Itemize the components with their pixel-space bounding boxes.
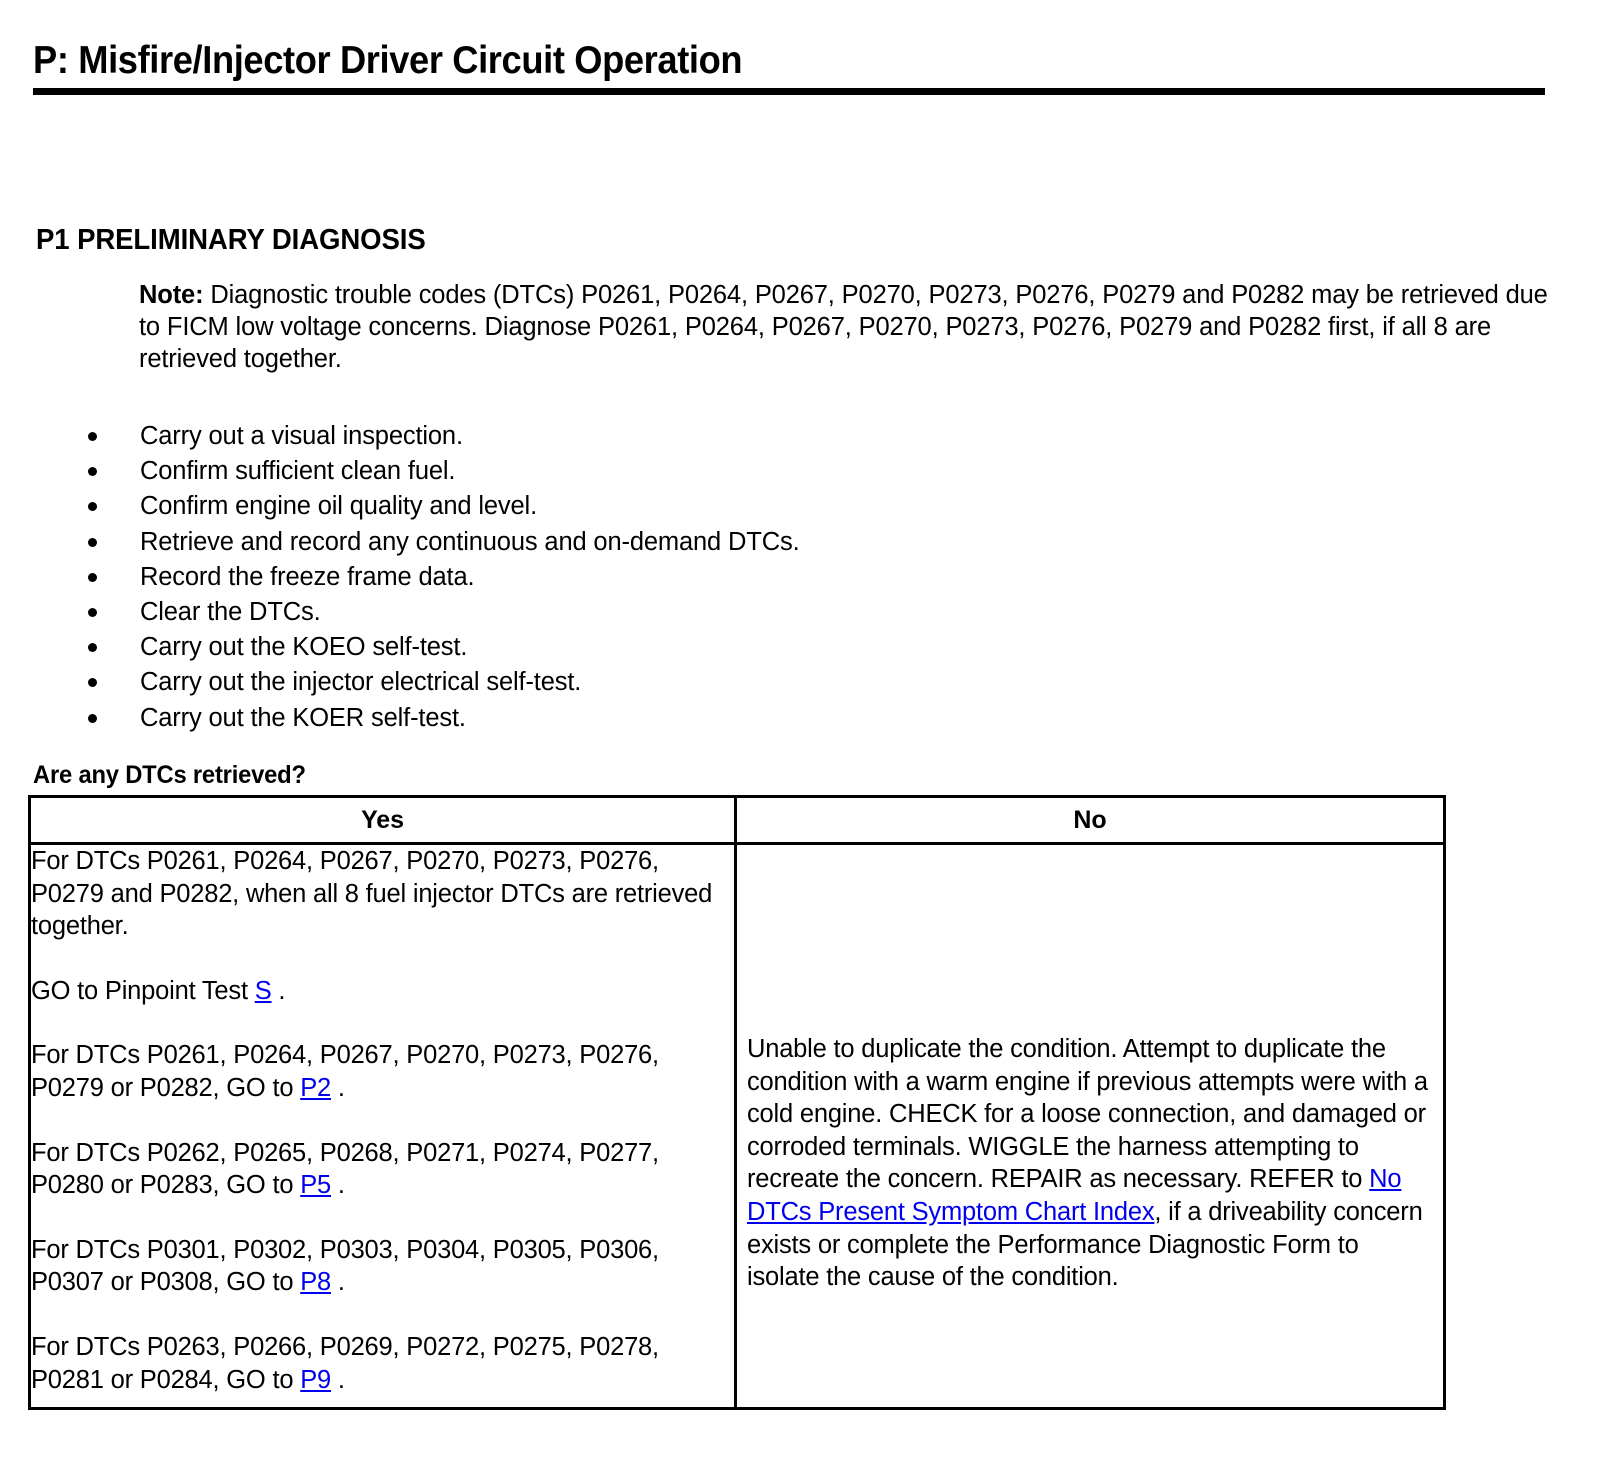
list-item-label: Confirm engine oil quality and level. xyxy=(140,492,538,521)
list-item-label: Carry out the injector electrical self-t… xyxy=(140,668,582,697)
yes-paragraph-5-prefix: For DTCs P0263, P0266, P0269, P0272, P02… xyxy=(31,1332,659,1394)
list-item: Carry out the KOEO self-test. xyxy=(86,630,1186,665)
yes-paragraph-2-prefix: For DTCs P0261, P0264, P0267, P0270, P02… xyxy=(31,1041,659,1102)
note-text: Diagnostic trouble codes (DTCs) P0261, P… xyxy=(139,281,1548,373)
list-item-label: Record the freeze frame data. xyxy=(140,562,475,591)
yes-paragraph-0: For DTCs P0261, P0264, P0267, P0270, P02… xyxy=(31,845,734,943)
pinpoint-test-link-p2[interactable]: P2 xyxy=(300,1073,331,1102)
no-text-part1: Unable to duplicate the condition. Attem… xyxy=(747,1035,1428,1194)
cell-no: Unable to duplicate the condition. Attem… xyxy=(734,842,1446,1410)
bullet-icon xyxy=(88,572,97,582)
yes-paragraph-0-text: For DTCs P0261, P0264, P0267, P0270, P02… xyxy=(31,847,713,941)
pinpoint-test-link-p8[interactable]: P8 xyxy=(300,1268,331,1297)
yes-cell-text: For DTCs P0261, P0264, P0267, P0270, P02… xyxy=(31,845,734,1396)
list-item: Carry out the injector electrical self-t… xyxy=(86,665,1186,700)
yes-paragraph-1: GO to Pinpoint Test S . xyxy=(31,975,734,1008)
no-dtcs-present-symptom-chart-index-link[interactable]: No DTCs Present Symptom Chart Index xyxy=(747,1165,1402,1226)
section-heading: P1 PRELIMINARY DIAGNOSIS xyxy=(36,224,426,257)
list-item-label: Carry out the KOER self-test. xyxy=(140,703,466,732)
page-title: P: Misfire/Injector Driver Circuit Opera… xyxy=(33,39,743,83)
bullet-icon xyxy=(88,537,97,547)
list-item: Carry out a visual inspection. xyxy=(86,419,1186,454)
bullet-icon xyxy=(88,432,97,441)
yes-paragraph-5-suffix: . xyxy=(331,1365,345,1394)
list-item-label: Confirm sufficient clean fuel. xyxy=(140,457,456,486)
list-item: Carry out the KOER self-test. xyxy=(86,701,1186,736)
list-item-label: Clear the DTCs. xyxy=(140,598,321,627)
yes-no-decision-table: Yes No For DTCs P0261, P0264, P0267, P02… xyxy=(28,795,1446,1410)
yes-paragraph-3: For DTCs P0262, P0265, P0268, P0271, P02… xyxy=(31,1137,734,1202)
column-header-yes: Yes xyxy=(28,795,737,845)
pinpoint-test-link-p5[interactable]: P5 xyxy=(300,1171,331,1200)
pinpoint-test-link-p9[interactable]: P9 xyxy=(300,1365,331,1394)
list-item: Retrieve and record any continuous and o… xyxy=(86,525,1186,560)
yes-paragraph-3-suffix: . xyxy=(331,1171,345,1200)
yes-paragraph-3-prefix: For DTCs P0262, P0265, P0268, P0271, P02… xyxy=(31,1138,659,1200)
no-cell-text: Unable to duplicate the condition. Attem… xyxy=(747,1033,1437,1294)
bullet-icon xyxy=(88,502,97,512)
column-header-no: No xyxy=(734,795,1446,845)
list-item-label: Carry out the KOEO self-test. xyxy=(140,633,468,662)
table-header-row: Yes No xyxy=(28,795,1446,845)
yes-paragraph-2: For DTCs P0261, P0264, P0267, P0270, P02… xyxy=(31,1039,734,1104)
yes-paragraph-5: For DTCs P0263, P0266, P0269, P0272, P02… xyxy=(31,1331,734,1396)
note-paragraph: Note: Diagnostic trouble codes (DTCs) P0… xyxy=(139,279,1551,375)
decision-question: Are any DTCs retrieved? xyxy=(33,761,306,789)
yes-paragraph-1-suffix: . xyxy=(271,976,286,1005)
yes-paragraph-1-prefix: GO to Pinpoint Test xyxy=(31,976,255,1005)
table-row: For DTCs P0261, P0264, P0267, P0270, P02… xyxy=(28,842,1446,1410)
bullet-icon xyxy=(88,608,97,618)
no-paragraph: Unable to duplicate the condition. Attem… xyxy=(747,1033,1437,1294)
yes-paragraph-4-suffix: . xyxy=(331,1268,345,1297)
yes-paragraph-4: For DTCs P0301, P0302, P0303, P0304, P03… xyxy=(31,1234,734,1299)
list-item: Record the freeze frame data. xyxy=(86,560,1186,595)
yes-paragraph-4-prefix: For DTCs P0301, P0302, P0303, P0304, P03… xyxy=(31,1235,659,1297)
no-text-part2: , if a driveability concern exists or co… xyxy=(747,1197,1423,1292)
list-item: Clear the DTCs. xyxy=(86,595,1186,630)
yes-paragraph-2-suffix: . xyxy=(331,1073,345,1102)
pinpoint-test-link-s[interactable]: S xyxy=(254,976,272,1005)
cell-yes: For DTCs P0261, P0264, P0267, P0270, P02… xyxy=(28,842,737,1410)
list-item: Confirm engine oil quality and level. xyxy=(86,489,1186,524)
list-item: Confirm sufficient clean fuel. xyxy=(86,454,1186,489)
bullet-icon xyxy=(88,713,97,723)
note-label: Note: xyxy=(139,281,204,309)
preliminary-steps-list: Carry out a visual inspection. Confirm s… xyxy=(86,419,1186,736)
bullet-icon xyxy=(88,678,97,688)
list-item-label: Retrieve and record any continuous and o… xyxy=(140,527,800,556)
bullet-icon xyxy=(88,467,97,477)
title-divider xyxy=(33,88,1545,95)
bullet-icon xyxy=(88,643,97,653)
list-item-label: Carry out a visual inspection. xyxy=(140,422,463,450)
